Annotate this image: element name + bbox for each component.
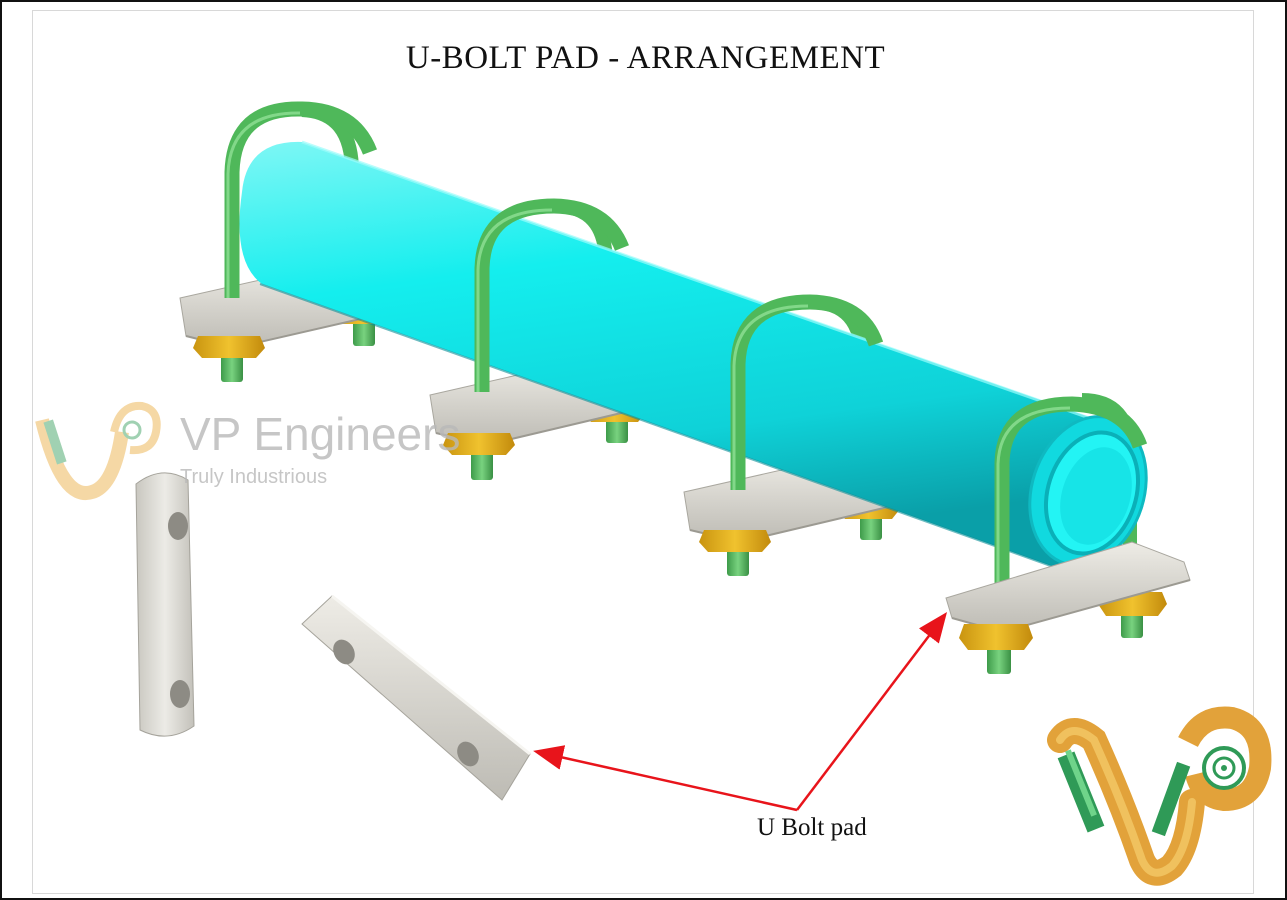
u-bolt-pad-callout-label: U Bolt pad xyxy=(757,814,867,841)
loose-pad-tilted xyxy=(301,594,531,801)
watermark-logo xyxy=(35,401,161,501)
diagram-title: U-BOLT PAD - ARRANGEMENT xyxy=(405,40,886,76)
callout-arrows xyxy=(533,612,948,812)
pipe xyxy=(239,140,1148,574)
watermark-company-name: VP Engineers xyxy=(180,408,461,460)
watermark-tagline: Truly Industrious xyxy=(180,466,328,488)
front-nuts-and-studs xyxy=(193,336,1191,674)
loose-pad-vertical xyxy=(135,472,195,737)
u-bolt-highlights xyxy=(226,111,1071,584)
inner-border xyxy=(32,10,1254,894)
brand-logo xyxy=(1047,706,1272,886)
u-bolts xyxy=(224,101,1148,584)
